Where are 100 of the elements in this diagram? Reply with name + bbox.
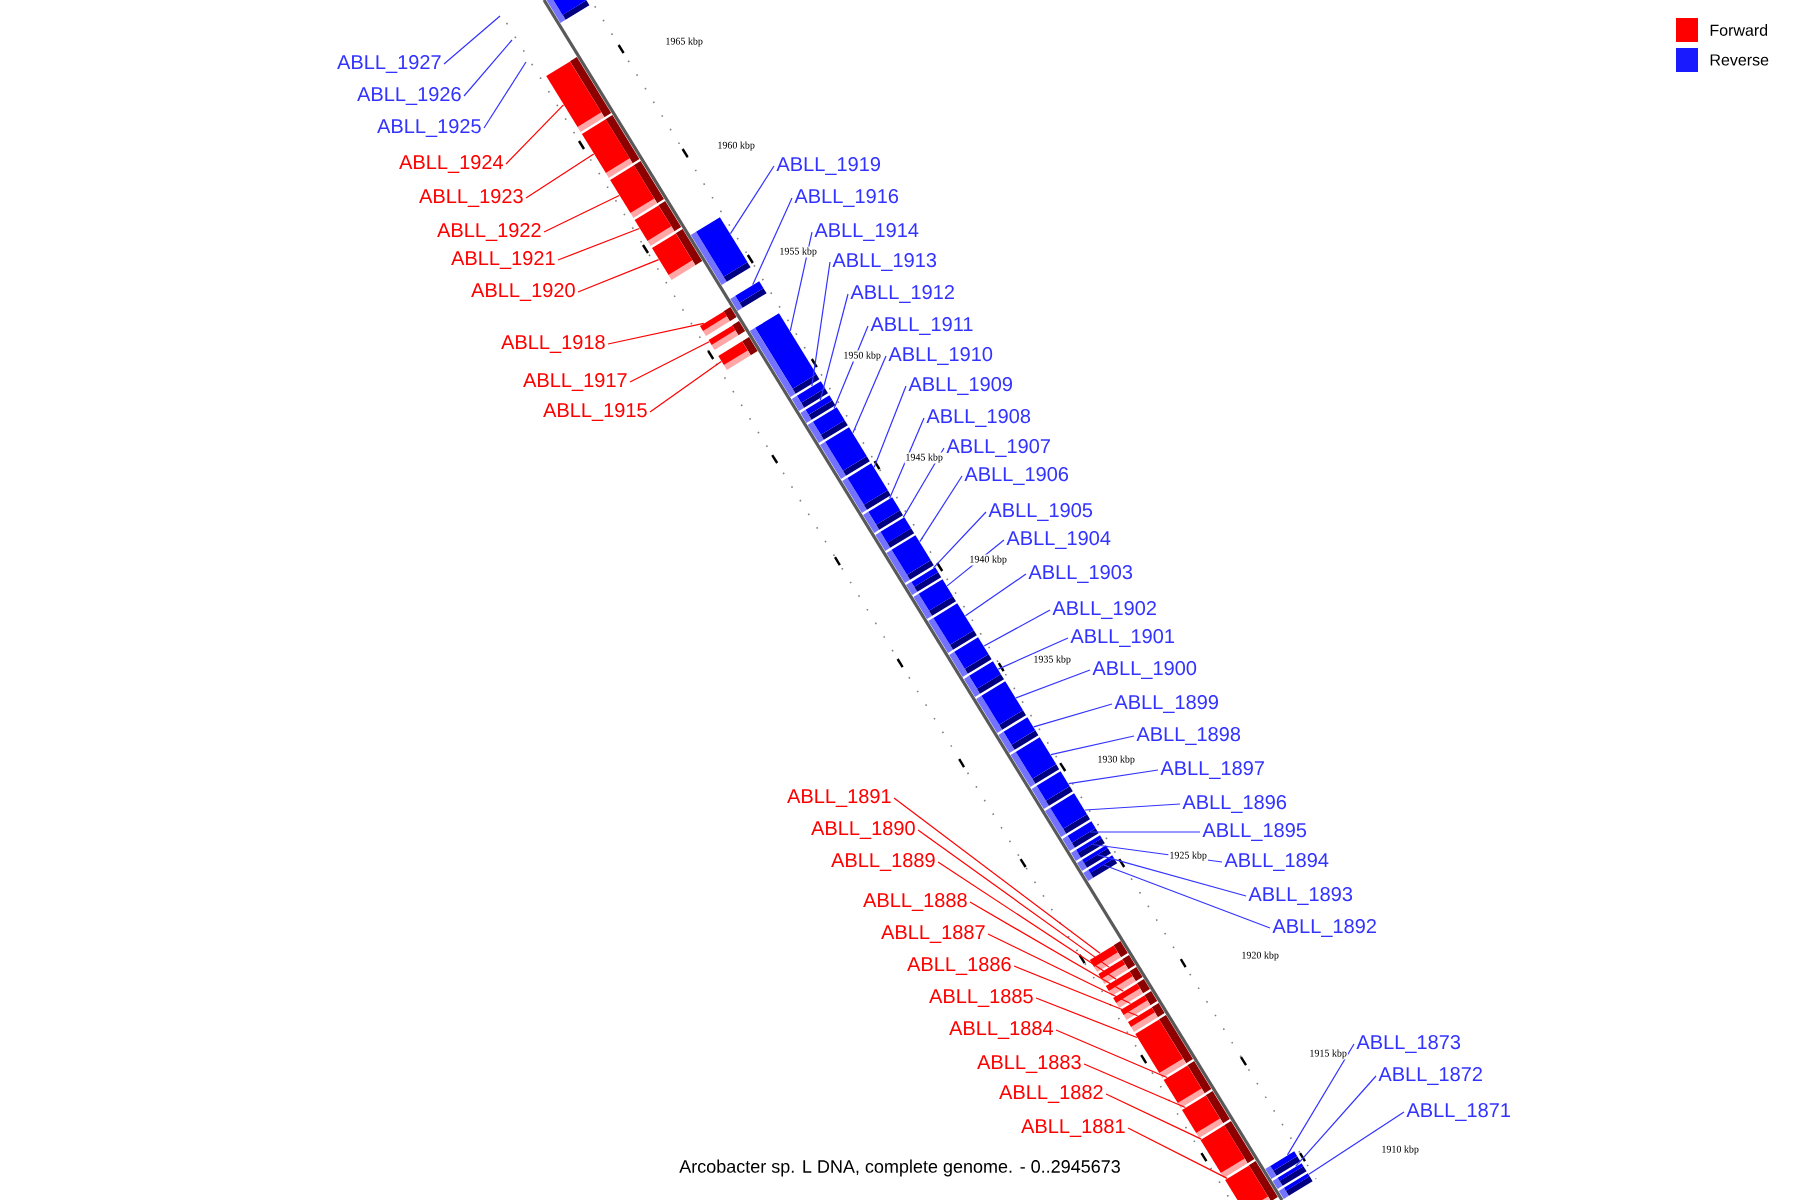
gene-block (730, 281, 767, 311)
leader-line (902, 447, 945, 518)
leader-line (852, 355, 887, 434)
leader-line (983, 609, 1051, 647)
gene-label: ABLL_1882 (999, 1085, 1103, 1103)
leader-line (917, 829, 1110, 968)
gene-block (1083, 855, 1118, 881)
leader-line (1127, 1127, 1228, 1179)
leader-line (607, 322, 705, 345)
gene-label: ABLL_1889 (831, 853, 935, 871)
gene-block (1010, 737, 1060, 787)
gene-label: ABLL_1883 (977, 1055, 1081, 1073)
gene-label: ABLL_1904 (1006, 531, 1111, 549)
gene-block (820, 427, 870, 479)
gene-block (906, 567, 942, 595)
gene-block (807, 407, 848, 443)
gene-label: ABLL_1918 (501, 335, 605, 353)
gene-block (875, 517, 915, 551)
gene-label: ABLL_1901 (1070, 629, 1174, 647)
gene-block (1089, 941, 1128, 972)
gene-label: ABLL_1872 (1378, 1067, 1482, 1085)
gene-block (1062, 821, 1099, 851)
leader-line (505, 104, 565, 165)
gene-label: ABLL_1893 (1248, 887, 1353, 905)
gene-block (976, 681, 1026, 733)
gene-block (1077, 845, 1111, 871)
leader-line (1091, 843, 1223, 863)
leader-line (1084, 803, 1181, 811)
leader-line (1015, 669, 1091, 699)
gene-label: ABLL_1921 (451, 251, 555, 269)
gene-label: ABLL_1900 (1092, 661, 1197, 679)
gene-label: ABLL_1871 (1406, 1103, 1510, 1121)
gene-label: ABLL_1911 (870, 317, 973, 335)
leader-line (893, 797, 1101, 954)
gene-block (1272, 1163, 1307, 1189)
gene-block (800, 395, 836, 423)
gene-block (1225, 1161, 1278, 1200)
gene-label: ABLL_1903 (1028, 565, 1133, 583)
leader-line (1083, 1063, 1186, 1109)
gene-label: ABLL_1909 (908, 377, 1012, 395)
gene-block (1182, 1091, 1230, 1138)
leader-line (543, 194, 620, 233)
gene-label: ABLL_1923 (419, 189, 523, 207)
leader-line (919, 475, 963, 543)
gene-block (791, 381, 828, 411)
gene-label: ABLL_1927 (337, 55, 441, 73)
gene-label: ABLL_1910 (888, 347, 993, 365)
gene-label: ABLL_1906 (964, 467, 1069, 485)
leader-line (873, 385, 907, 468)
gene-block (1265, 1151, 1301, 1179)
leader-line (819, 293, 849, 401)
gene-label: ABLL_1907 (946, 439, 1050, 457)
gene-label: ABLL_1890 (811, 821, 915, 839)
gene-label: ABLL_1895 (1202, 823, 1307, 841)
leader-line (937, 861, 1117, 980)
gene-block (708, 321, 746, 350)
gene-block (1071, 835, 1105, 861)
legend-label: Forward (1710, 24, 1768, 36)
gene-label: ABLL_1884 (949, 1021, 1053, 1039)
gene-label: ABLL_1885 (929, 989, 1033, 1007)
gene-block (928, 603, 977, 653)
gene-label: ABLL_1920 (471, 283, 575, 301)
gene-label: ABLL_1916 (794, 189, 899, 207)
gene-block (546, 57, 612, 132)
gene-block (1098, 955, 1136, 984)
gene-label: ABLL_1887 (881, 925, 985, 943)
gene-block (749, 313, 820, 397)
gene-label: ABLL_1894 (1224, 853, 1329, 871)
gene-label: ABLL_1913 (832, 253, 937, 271)
leader-line (1055, 1029, 1168, 1079)
gene-block (581, 115, 640, 178)
leader-line (1050, 735, 1135, 756)
leader-line (1295, 1075, 1377, 1167)
leader-line (964, 573, 1027, 617)
gene-block (690, 217, 751, 285)
gene-block (545, 0, 590, 23)
gene-block (1278, 1173, 1313, 1199)
gene-label: ABLL_1896 (1182, 795, 1287, 813)
gene-label: ABLL_1899 (1114, 695, 1218, 713)
leader-line (946, 539, 1005, 587)
leader-line (463, 39, 513, 97)
leader-line (1103, 864, 1271, 929)
gene-label: ABLL_1881 (1021, 1119, 1125, 1137)
gene-label: ABLL_1905 (988, 503, 1093, 521)
leader-line (483, 61, 527, 129)
gene-block (699, 307, 737, 336)
gene-label: ABLL_1917 (523, 373, 627, 391)
leader-line (1013, 965, 1139, 1017)
leader-line (443, 15, 501, 65)
leader-line (1308, 1111, 1405, 1175)
gene-block (964, 661, 1004, 697)
gene-block (949, 637, 992, 677)
gene-block (652, 229, 703, 280)
leader-line (811, 261, 831, 387)
leader-line (1089, 831, 1201, 833)
leader-line (1105, 1093, 1202, 1140)
leader-line (833, 325, 869, 410)
gene-block (842, 463, 891, 513)
gene-block (886, 535, 934, 583)
leader-line (1286, 1043, 1355, 1156)
